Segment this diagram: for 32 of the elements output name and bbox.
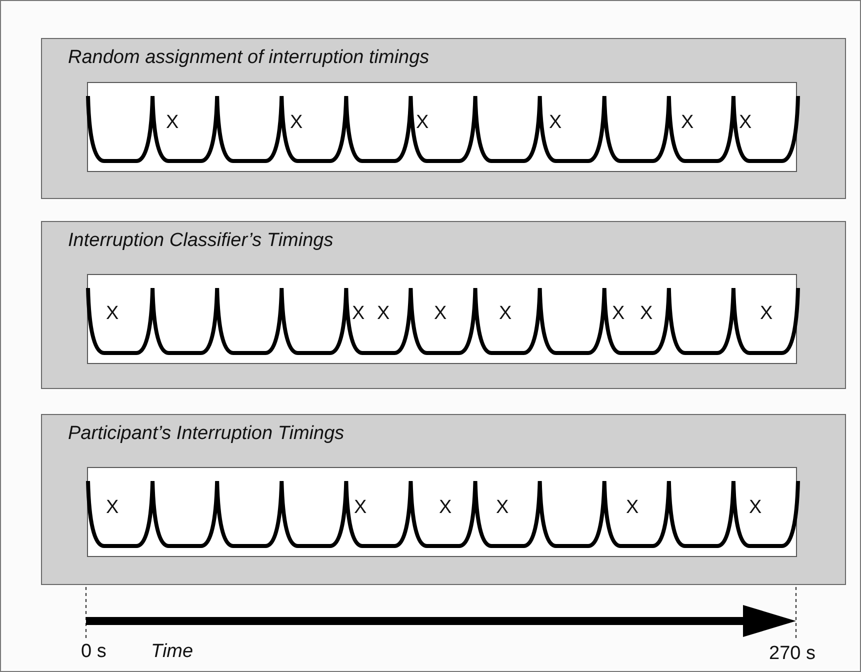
interruption-mark: X: [290, 113, 303, 132]
panel-title: Interruption Classifier’s Timings: [68, 230, 334, 252]
panel: [41, 414, 846, 585]
interruption-mark: X: [760, 304, 773, 323]
panel: [41, 38, 846, 199]
axis-end-label: 270 s: [769, 644, 816, 663]
panel-title: Random assignment of interruption timings: [68, 47, 430, 69]
interruption-mark: X: [681, 113, 694, 132]
panel-title: Participant’s Interruption Timings: [68, 423, 344, 445]
interruption-mark: X: [352, 304, 365, 323]
interruption-mark: X: [739, 113, 752, 132]
interruption-mark: X: [416, 113, 429, 132]
timeline-strip: [87, 467, 797, 557]
timeline-strip: [87, 274, 797, 364]
panel: [41, 221, 846, 389]
axis-title: Time: [151, 642, 194, 661]
interruption-mark: X: [166, 113, 179, 132]
interruption-mark: X: [377, 304, 390, 323]
interruption-mark: X: [549, 113, 562, 132]
interruption-mark: X: [434, 304, 447, 323]
timeline-strip: [87, 82, 797, 172]
interruption-mark: X: [106, 498, 119, 517]
interruption-mark: X: [749, 498, 762, 517]
interruption-mark: X: [499, 304, 512, 323]
interruption-mark: X: [439, 498, 452, 517]
interruption-mark: X: [354, 498, 367, 517]
interruption-mark: X: [496, 498, 509, 517]
interruption-mark: X: [626, 498, 639, 517]
interruption-mark: X: [640, 304, 653, 323]
axis-start-label: 0 s: [81, 642, 106, 661]
interruption-mark: X: [106, 304, 119, 323]
interruption-mark: X: [612, 304, 625, 323]
